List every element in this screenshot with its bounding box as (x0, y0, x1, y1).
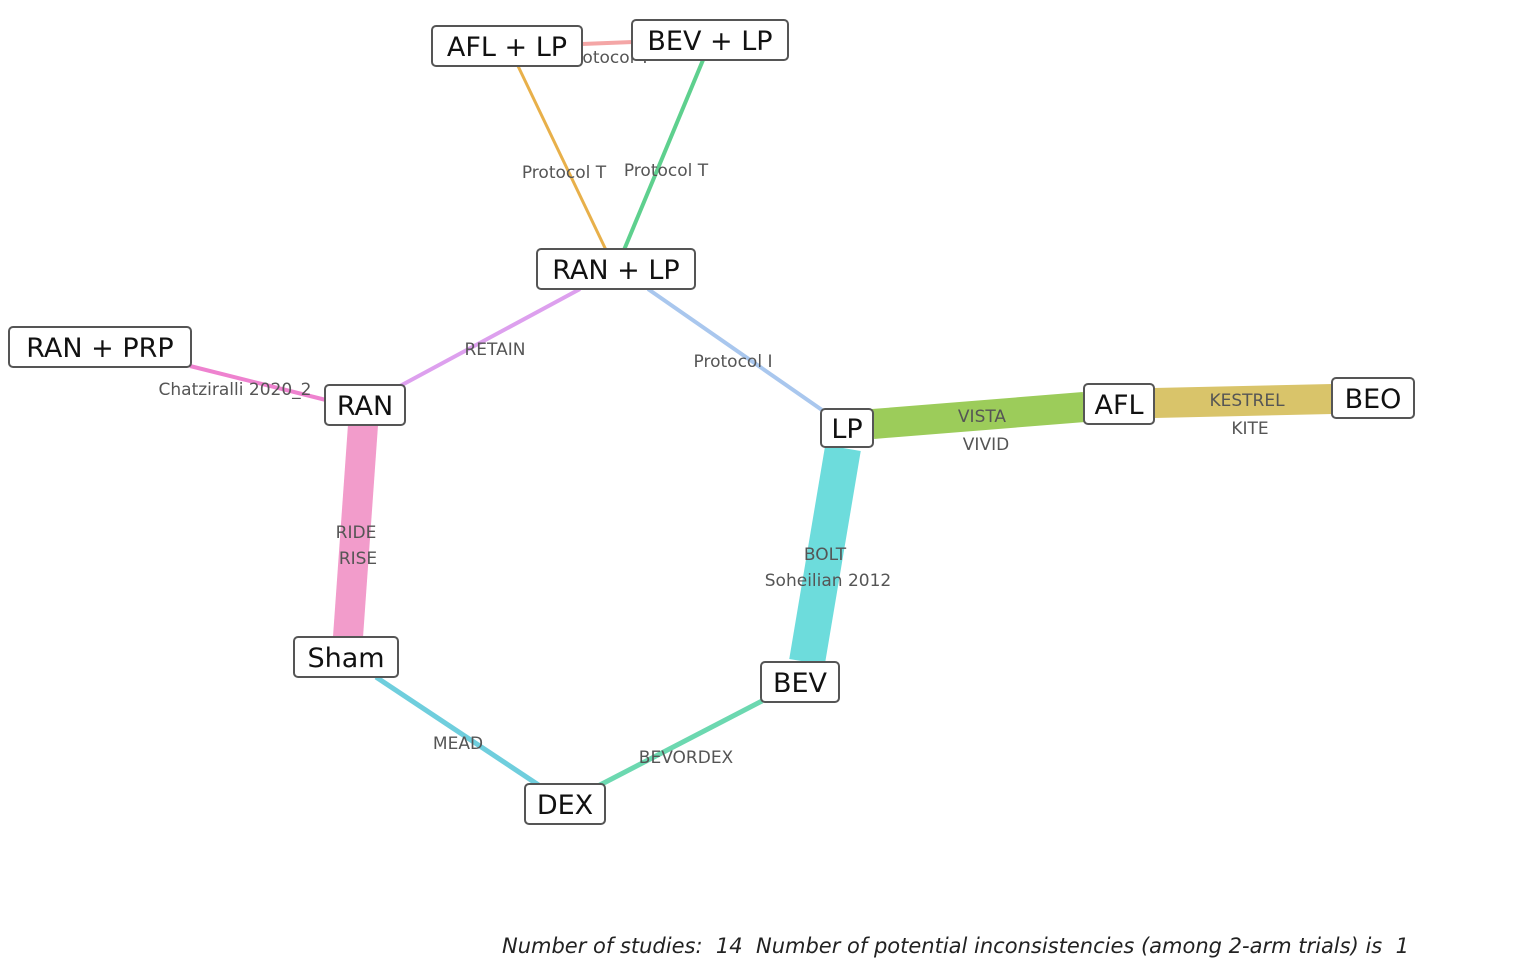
node-bev: BEV (760, 661, 840, 703)
edge-study-label: RETAIN (465, 340, 526, 360)
node-sham: Sham (293, 636, 399, 678)
inconsistency-label: Number of potential inconsistencies (amo… (756, 934, 1383, 958)
node-label: AFL + LP (447, 32, 567, 63)
edge-study-label: Protocol T (624, 161, 709, 181)
edge-ran_prp-ran (189, 364, 327, 402)
edge-ran_lp-lp (646, 287, 824, 412)
studies-label: Number of studies: (502, 934, 703, 958)
node-lp: LP (820, 408, 874, 448)
node-box (1331, 377, 1415, 419)
edge-dex-bev (596, 698, 764, 789)
network-summary: Number of studies: 14 Number of potentia… (502, 934, 1409, 958)
node-label: BEO (1345, 384, 1402, 415)
edge-ran_lp-ran (399, 287, 581, 388)
edge-study-label: Protocol T (522, 163, 607, 183)
node-label: DEX (537, 790, 593, 821)
node-afl-lp: AFL + LP (431, 25, 583, 67)
node-beo: BEO (1331, 377, 1415, 419)
node-label: AFL (1094, 390, 1143, 421)
node-ran-prp: RAN + PRP (8, 326, 192, 368)
node-box (760, 661, 840, 703)
edge-study-label: Soheilian 2012 (765, 571, 891, 591)
edge-afl_lp-ran_lp (516, 65, 608, 251)
node-bev-lp: BEV + LP (631, 19, 789, 61)
edge-study-label: RIDE (336, 523, 377, 543)
node-label: RAN (337, 391, 393, 422)
node-label: RAN + LP (552, 255, 679, 286)
node-label: BEV + LP (647, 26, 772, 57)
inconsistency-count: 1 (1395, 934, 1409, 958)
node-box (524, 783, 606, 825)
edge-study-label: MEAD (433, 734, 483, 754)
edge-afl-beo (1153, 384, 1333, 418)
nodes-layer: AFL + LP BEV + LP RAN + LP RAN + PRP RAN LP AF… (8, 19, 1415, 825)
node-box (293, 636, 399, 678)
edge-lp-afl (871, 392, 1086, 439)
edge-study-label: KITE (1231, 419, 1268, 439)
node-label: LP (831, 414, 862, 445)
edge-ran-sham (333, 423, 378, 639)
node-box (536, 248, 696, 290)
edge-labels-layer: Protocol T Protocol T Protocol T RETAIN Prot… (159, 48, 1286, 768)
edge-study-label: KESTREL (1209, 391, 1285, 411)
node-dex: DEX (524, 783, 606, 825)
node-afl: AFL (1083, 383, 1155, 425)
edge-study-label: RISE (339, 549, 377, 569)
node-box (820, 408, 874, 448)
node-ran-lp: RAN + LP (536, 248, 696, 290)
node-label: BEV (773, 668, 828, 699)
studies-count: 14 (715, 934, 743, 958)
edge-bev_lp-ran_lp (622, 59, 705, 251)
node-box (324, 384, 406, 426)
node-box (8, 326, 192, 368)
node-label: RAN + PRP (26, 333, 173, 364)
edges-layer (189, 40, 1333, 789)
edge-study-label: Protocol I (694, 352, 773, 372)
node-box (1083, 383, 1155, 425)
node-box (631, 19, 789, 61)
edge-study-label: VIVID (963, 435, 1009, 455)
edge-lp-bev (789, 445, 861, 665)
edge-study-label: BEVORDEX (639, 748, 734, 768)
edge-afl_lp-bev_lp (581, 40, 634, 46)
edge-study-label: BOLT (804, 545, 847, 565)
node-box (431, 25, 583, 67)
edge-study-label: Protocol T (566, 48, 651, 68)
edge-study-label: VISTA (958, 407, 1006, 427)
edge-study-label: Chatziralli 2020_2 (159, 380, 312, 400)
node-label: Sham (307, 643, 384, 674)
node-ran: RAN (324, 384, 406, 426)
edge-sham-dex (374, 674, 542, 789)
